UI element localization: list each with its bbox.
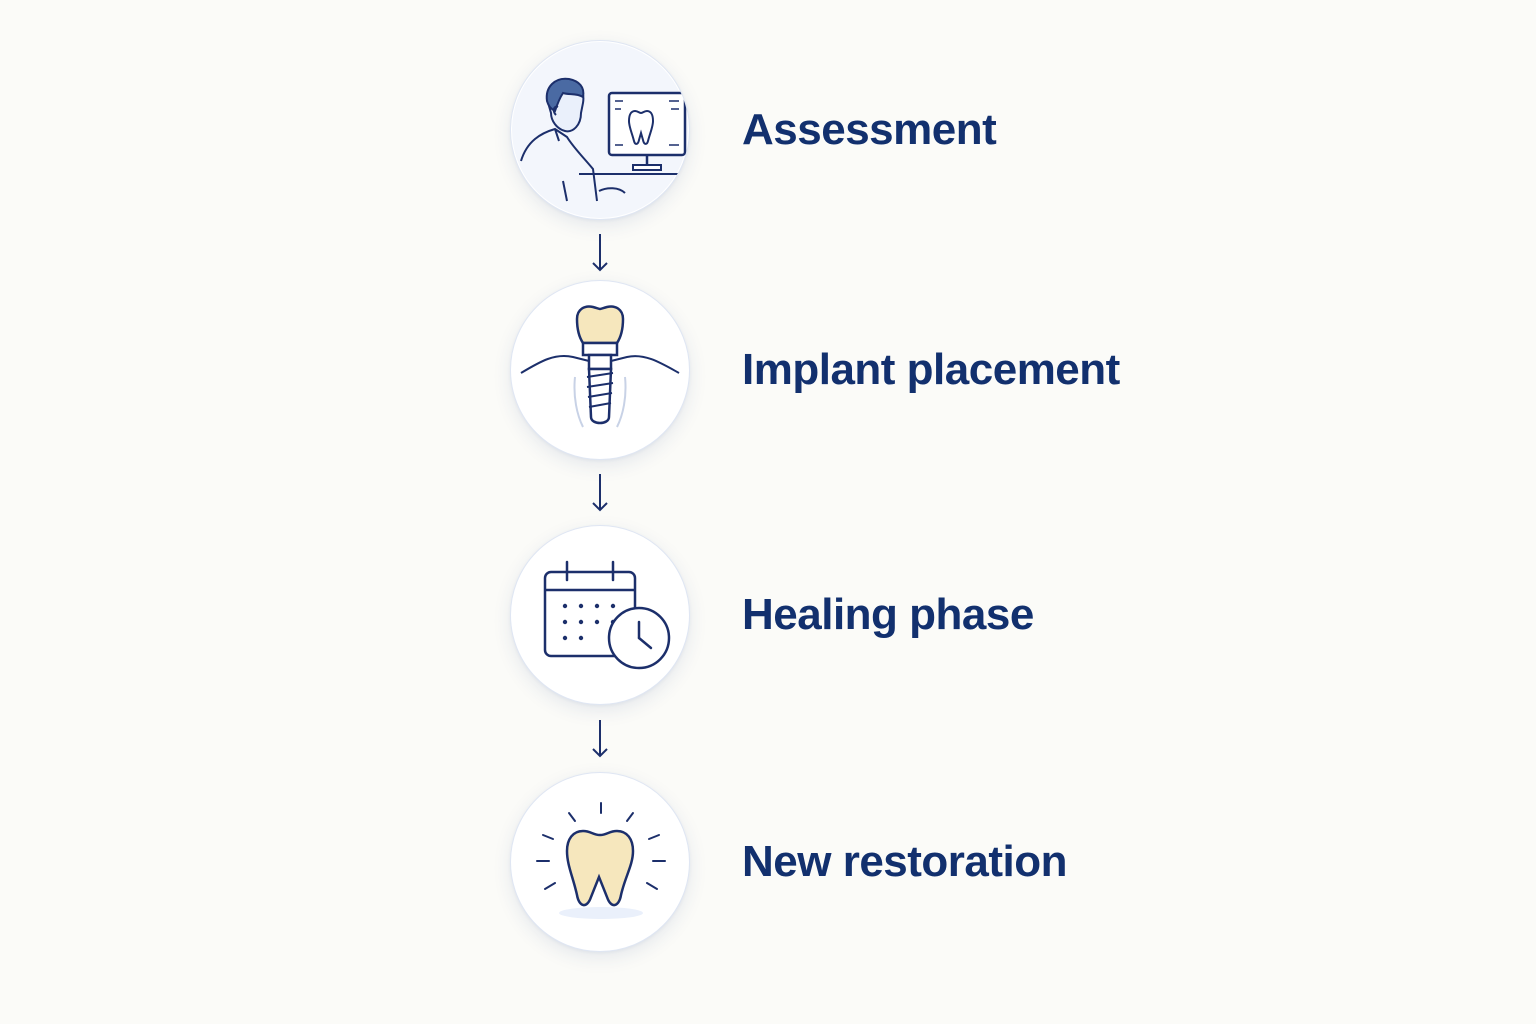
step-icon-circle (510, 772, 690, 952)
step-label: New restoration (742, 837, 1068, 886)
down-arrow-icon (588, 472, 612, 516)
down-arrow-icon (588, 718, 612, 762)
step-healing-phase: Healing phase (510, 525, 1210, 705)
step-icon-circle (510, 280, 690, 460)
step-new-restoration: New restoration (510, 772, 1210, 952)
step-assessment: Assessment (510, 40, 1210, 220)
step-implant-placement: Implant placement (510, 280, 1210, 460)
dentist-xray-monitor-icon (512, 42, 688, 218)
step-label: Assessment (742, 105, 997, 154)
dental-implant-icon (520, 305, 680, 428)
step-label: Implant placement (742, 345, 1120, 394)
step-icon-circle (510, 525, 690, 705)
shining-tooth-icon (536, 802, 666, 919)
calendar-clock-icon (543, 560, 671, 670)
down-arrow-icon (588, 232, 612, 276)
step-label: Healing phase (742, 590, 1034, 639)
step-icon-circle (510, 40, 690, 220)
